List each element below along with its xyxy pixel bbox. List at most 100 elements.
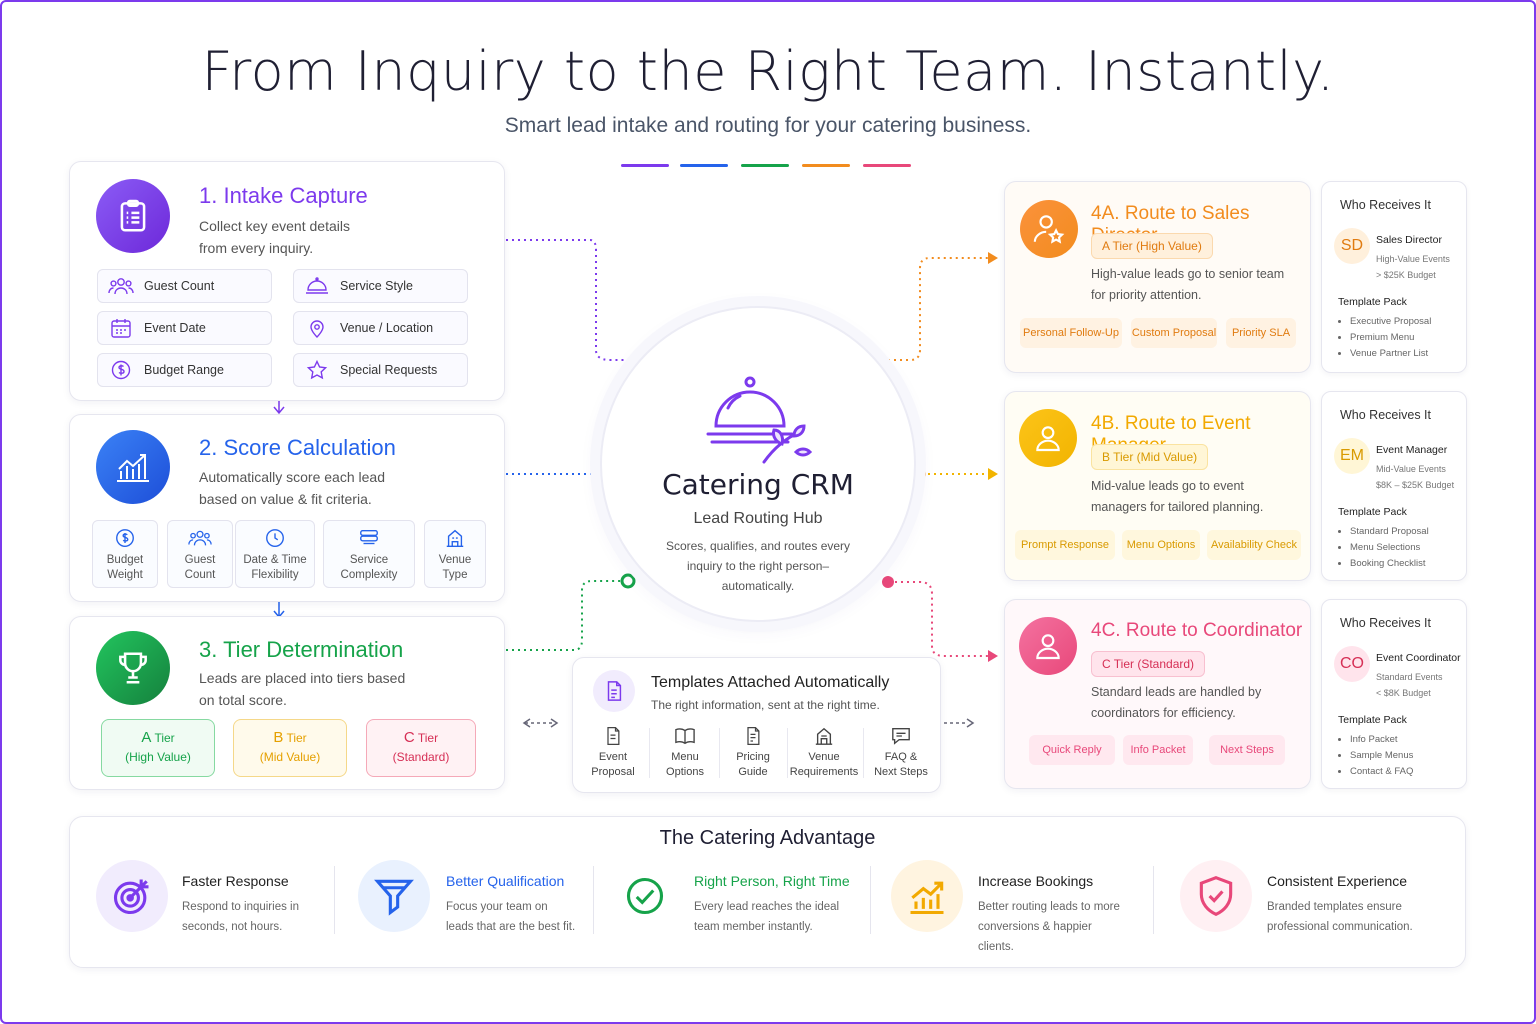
- route-description: Standard leads are handled by coordinato…: [1091, 685, 1262, 720]
- pack-item: Venue Partner List: [1350, 346, 1431, 362]
- score-calculation-card: 2. Score Calculation Automatically score…: [69, 414, 505, 602]
- criterion-label: Complexity: [340, 569, 398, 581]
- dollar-icon: [111, 360, 131, 380]
- field-label: Service Style: [340, 279, 413, 293]
- tier-word: Tier: [417, 731, 439, 745]
- field-event-date[interactable]: Event Date: [97, 311, 272, 345]
- document-icon: [593, 670, 635, 712]
- tier-letter: C: [403, 729, 415, 746]
- star-icon: [306, 360, 328, 380]
- intake-capture-card: 1. Intake Capture Collect key event deta…: [69, 161, 505, 401]
- route-tag: Info Packet: [1123, 735, 1193, 765]
- template-label: Proposal: [591, 766, 635, 778]
- template-divider: [649, 728, 650, 778]
- route-tier-pill: B Tier (Mid Value): [1091, 444, 1209, 470]
- dollar-icon: [116, 529, 134, 547]
- tier-word: Tier: [154, 731, 175, 745]
- template-label: Pricing: [736, 751, 770, 763]
- score-description: Automatically score each lead based on v…: [199, 469, 385, 507]
- criterion-label: Type: [442, 569, 468, 581]
- tier-determination-card: 3. Tier Determination Leads are placed i…: [69, 616, 505, 790]
- cloche-icon: [306, 277, 328, 294]
- growth-chart-icon: [891, 860, 963, 932]
- route-coordinator-card: 4C. Route to Coordinator C Tier (Standar…: [1004, 599, 1311, 789]
- field-venue-location[interactable]: Venue / Location: [293, 311, 468, 345]
- tier-a-box: A Tier (High Value): [101, 719, 215, 777]
- who-role: Event Manager: [1376, 444, 1448, 456]
- who-header: Who Receives It: [1340, 408, 1432, 422]
- advantage-item-description: Better routing leads to more conversions…: [978, 901, 1120, 953]
- advantage-item-title: Consistent Experience: [1267, 873, 1408, 889]
- template-event-proposal: Event Proposal: [579, 726, 647, 780]
- pack-item: Premium Menu: [1350, 330, 1431, 346]
- route-description: Mid-value leads go to event managers for…: [1091, 479, 1264, 514]
- pack-item: Executive Proposal: [1350, 314, 1431, 330]
- route-tag: Next Steps: [1209, 735, 1285, 765]
- criterion-label: Budget: [106, 554, 144, 566]
- criterion-label: Service: [349, 554, 389, 566]
- people-icon: [188, 530, 212, 546]
- template-divider: [719, 728, 720, 778]
- criterion-label: Date & Time: [243, 554, 307, 566]
- route-tier-pill: C Tier (Standard): [1091, 651, 1206, 677]
- route-event-manager-card: 4B. Route to Event Manager B Tier (Mid V…: [1004, 391, 1311, 581]
- criterion-date-time: Date & Time Flexibility: [235, 520, 315, 588]
- bar-chart-icon: [96, 430, 170, 504]
- route-tag: Personal Follow-Up: [1020, 318, 1122, 348]
- advantage-divider: [334, 866, 335, 934]
- calendar-icon: [111, 319, 131, 338]
- tier-title: 3. Tier Determination: [199, 637, 404, 662]
- book-icon: [675, 728, 695, 745]
- who-role: Sales Director: [1376, 234, 1442, 246]
- field-special-requests[interactable]: Special Requests: [293, 353, 468, 387]
- trophy-icon: [96, 631, 170, 705]
- advantage-item-description: Respond to inquiries in seconds, not hou…: [182, 901, 299, 933]
- who-header: Who Receives It: [1340, 198, 1432, 212]
- advantage-divider: [1153, 866, 1154, 934]
- user-star-icon: [1020, 200, 1078, 258]
- template-venue-requirements: Venue Requirements: [787, 726, 861, 780]
- field-budget-range[interactable]: Budget Range: [97, 353, 272, 387]
- chat-icon: [892, 728, 910, 745]
- who-role: Event Coordinator: [1376, 652, 1461, 664]
- route-tag: Prompt Response: [1015, 530, 1115, 560]
- target-icon: [96, 860, 168, 932]
- crm-hub: Catering CRM Lead Routing Hub Scores, qu…: [600, 306, 916, 622]
- user-icon: [1019, 617, 1077, 675]
- tier-c-box: C Tier (Standard): [366, 719, 476, 777]
- template-label: FAQ &: [884, 751, 918, 763]
- funnel-icon: [358, 860, 430, 932]
- who-budget: < $8K Budget: [1376, 688, 1431, 698]
- template-menu-options: Menu Options: [651, 726, 719, 780]
- criterion-label: Count: [184, 569, 216, 581]
- tier-word: Tier: [286, 731, 307, 745]
- template-faq-next-steps: FAQ & Next Steps: [867, 726, 935, 780]
- hub-description: Scores, qualifies, and routes every inqu…: [665, 539, 851, 593]
- route-tag: Availability Check: [1207, 530, 1301, 560]
- advantage-item-title: Right Person, Right Time: [694, 873, 850, 889]
- route-tag: Quick Reply: [1029, 735, 1115, 765]
- route-code: 4A.: [1091, 203, 1120, 224]
- shield-check-icon: [1180, 860, 1252, 932]
- field-label: Event Date: [144, 321, 206, 335]
- pack-item: Sample Menus: [1350, 748, 1413, 764]
- field-service-style[interactable]: Service Style: [293, 269, 468, 303]
- advantage-item-title: Increase Bookings: [978, 873, 1094, 889]
- field-label: Special Requests: [340, 363, 438, 377]
- layers-icon: [360, 529, 378, 545]
- advantage-item-description: Focus your team on leads that are the be…: [446, 901, 576, 933]
- avatar: SD: [1334, 228, 1370, 264]
- template-label: Options: [666, 766, 704, 778]
- criterion-service-complexity: Service Complexity: [323, 520, 415, 588]
- route-tag: Custom Proposal: [1131, 318, 1217, 348]
- who-segment: Standard Events: [1376, 672, 1443, 682]
- template-label: Guide: [738, 766, 768, 778]
- advantage-title: The Catering Advantage: [659, 827, 876, 849]
- location-pin-icon: [310, 320, 324, 338]
- criterion-label: Venue: [438, 554, 472, 566]
- advantage-divider: [593, 866, 594, 934]
- cloche-leaf-icon: [702, 372, 818, 473]
- field-guest-count[interactable]: Guest Count: [97, 269, 272, 303]
- who-budget: > $25K Budget: [1376, 270, 1436, 280]
- route-tier-pill: A Tier (High Value): [1091, 233, 1213, 259]
